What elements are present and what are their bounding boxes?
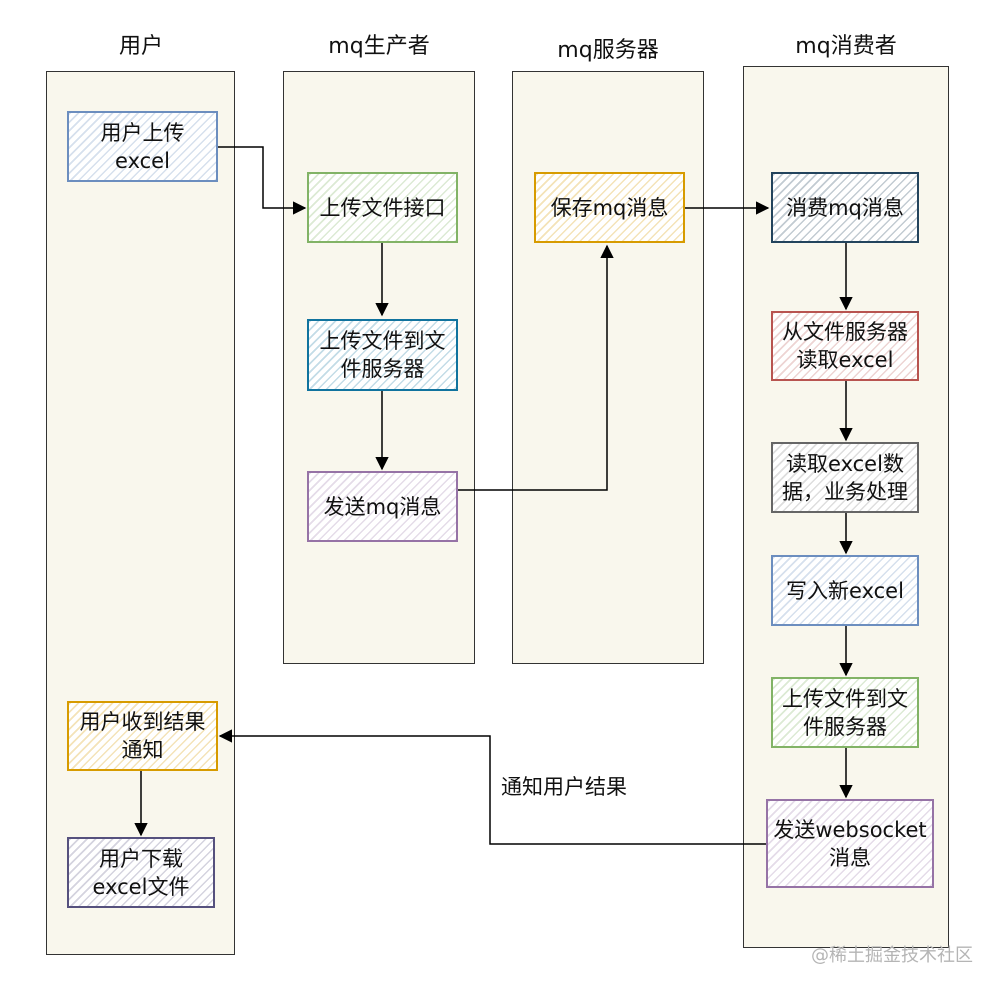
- node-send-websocket: 发送websocket 消息: [766, 799, 934, 888]
- node-upload-to-fs: 上传文件到文 件服务器: [307, 319, 458, 391]
- lane-server: [512, 71, 704, 664]
- node-user-download: 用户下载 excel文件: [67, 837, 215, 908]
- lane-title-producer: mq生产者: [328, 34, 430, 59]
- watermark: @稀土掘金技术社区: [811, 945, 973, 966]
- lane-title-consumer: mq消费者: [795, 34, 897, 59]
- node-upload-to-fs-2: 上传文件到文 件服务器: [771, 677, 919, 748]
- lane-title-server: mq服务器: [557, 38, 659, 63]
- node-user-upload: 用户上传 excel: [67, 111, 218, 182]
- node-consume-mq: 消费mq消息: [771, 172, 919, 243]
- node-user-notified: 用户收到结果 通知: [67, 701, 218, 771]
- node-save-mq: 保存mq消息: [534, 172, 685, 243]
- node-write-new: 写入新excel: [771, 555, 919, 626]
- edge-upload-to-api: [218, 146, 307, 215]
- lane-title-user: 用户: [118, 34, 163, 59]
- node-upload-api: 上传文件接口: [307, 172, 458, 243]
- node-read-process: 读取excel数 据，业务处理: [771, 442, 919, 513]
- edge-ws-to-user: [218, 729, 766, 845]
- node-read-from-fs: 从文件服务器 读取excel: [771, 311, 919, 381]
- node-send-mq: 发送mq消息: [307, 471, 458, 542]
- edge-label-notify: 通知用户结果: [501, 775, 627, 799]
- edge-send-to-save: [458, 244, 614, 491]
